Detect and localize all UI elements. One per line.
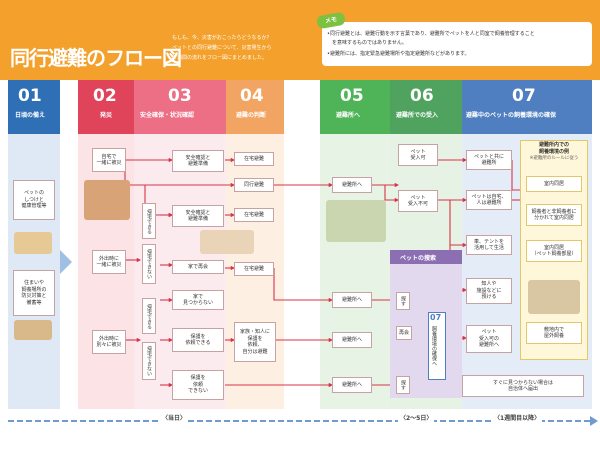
shelter-acceptance: ペット 受入不可 bbox=[398, 190, 438, 212]
memo-line: を意味するものではありません。 bbox=[327, 40, 407, 46]
col04-number: 04 bbox=[240, 86, 264, 106]
col06-number: 06 bbox=[410, 86, 434, 106]
safety-check: 家で再会 bbox=[172, 260, 224, 274]
intro-line: １週間の流れをフロー図にまとめました。 bbox=[172, 55, 268, 61]
evacuation-decision: 同行避難 bbox=[234, 178, 274, 192]
col02-header bbox=[78, 80, 134, 134]
disaster-case: 外出時に 別々に被災 bbox=[92, 330, 126, 354]
page-title: 同行避難のフロー図 bbox=[10, 46, 182, 70]
col06-header bbox=[390, 80, 462, 134]
col07-number: 07 bbox=[512, 86, 536, 106]
reunion-box: 再会 bbox=[396, 326, 412, 340]
supplies-illustration bbox=[14, 320, 52, 340]
col07-title: 避難中のペットの飼養環境の確保 bbox=[466, 112, 557, 119]
pet-search-title: ペットの捜索 bbox=[400, 255, 437, 262]
col03-number: 03 bbox=[168, 86, 192, 106]
memo-line: •避難所には、指定緊急避難場所や指定避難所などがあります。 bbox=[327, 51, 470, 57]
to-shelter: 避難所へ bbox=[332, 177, 372, 193]
evacuation-decision: 家族・知人に 保護を 依頼、 自分は避難 bbox=[234, 322, 276, 362]
pet-training-illustration bbox=[14, 232, 52, 254]
rule-example: 室内同居 （ペット飼養部屋） bbox=[526, 240, 582, 262]
pet-search-panel bbox=[390, 250, 462, 398]
disaster-case: 外出時に 一緒に被災 bbox=[92, 250, 126, 274]
rule-example: 飼養者と非飼養者に 分かれて室内同居 bbox=[526, 204, 582, 226]
col02-number: 02 bbox=[93, 86, 117, 106]
safety-check: 安全確認と 避難準備 bbox=[172, 205, 224, 227]
col05-number: 05 bbox=[340, 86, 364, 106]
evacuation-decision: 在宅避難 bbox=[234, 262, 274, 276]
col07-header bbox=[462, 80, 592, 134]
memo-box bbox=[322, 22, 592, 66]
rule-example: 敷地内で 屋外飼養 bbox=[526, 322, 582, 344]
living-option: 車、テントを 活用して生活 bbox=[466, 235, 512, 255]
timeline-week: 〈1週間目以降〉 bbox=[492, 413, 543, 422]
safety-check: 保護を 依頼 できない bbox=[172, 370, 224, 400]
intro-line: ペットとの同行避難について、災害発生から bbox=[172, 45, 272, 51]
col04-title: 避難の判断 bbox=[236, 112, 267, 119]
timeline-day0: 〈当日〉 bbox=[160, 413, 189, 422]
step07-number: 07 bbox=[430, 313, 442, 322]
timeline-bar bbox=[0, 413, 600, 427]
evacuation-decision: 在宅避難 bbox=[234, 152, 274, 166]
col05-title: 避難所へ bbox=[336, 112, 361, 119]
to-shelter: 避難所へ bbox=[332, 292, 372, 308]
evacuees-illustration bbox=[326, 200, 386, 242]
intro-line: もしも、今、災害がおこったらどうなるか？ bbox=[172, 35, 272, 41]
notice-box: すぐに見つからない場合は 自治体へ届出 bbox=[462, 375, 584, 397]
living-option: 知人や 施設などに 預ける bbox=[466, 278, 512, 304]
col01-number: 01 bbox=[18, 86, 42, 106]
col06-title: 避難所での受入 bbox=[396, 112, 439, 119]
living-option: ペットは自宅、 人は避難所 bbox=[466, 190, 512, 210]
return-option: 帰宅できない bbox=[142, 342, 156, 380]
safety-check: 保護を 依頼できる bbox=[172, 328, 224, 352]
pet-search-header bbox=[390, 250, 462, 264]
col02-title: 発災 bbox=[100, 112, 113, 119]
col05-header bbox=[320, 80, 390, 134]
rules-subtitle: ※避難所のルールに従う bbox=[529, 156, 579, 161]
dog-reunion-illustration bbox=[200, 230, 254, 254]
safety-check: 家で 見つからない bbox=[172, 290, 224, 310]
disaster-case: 自宅で 一緒に被災 bbox=[92, 148, 126, 172]
search-box: 探す bbox=[396, 292, 410, 310]
rule-example: 室内同居 bbox=[526, 176, 582, 192]
evacuation-decision: 在宅避難 bbox=[234, 208, 274, 222]
return-option: 帰宅できる bbox=[142, 203, 156, 239]
living-option: ペット 受入可の 避難所へ bbox=[466, 325, 512, 353]
col01-header bbox=[8, 80, 60, 134]
col03-header bbox=[134, 80, 226, 134]
col01-item: ペットの しつけと 健康管理等 bbox=[13, 180, 55, 220]
col02-bg bbox=[78, 80, 134, 409]
to-shelter: 避難所へ bbox=[332, 332, 372, 348]
search-box: 探す bbox=[396, 376, 410, 394]
col01-arrow bbox=[60, 250, 72, 274]
to-shelter: 避難所へ bbox=[332, 377, 372, 393]
cage-illustration bbox=[528, 280, 580, 314]
return-option: 帰宅できない bbox=[142, 244, 156, 284]
return-option: 帰宅できる bbox=[142, 298, 156, 334]
col04-header bbox=[226, 80, 284, 134]
rules-title: 避難所内での 飼養環境の例 bbox=[538, 142, 569, 155]
shelter-acceptance: ペット 受入可 bbox=[398, 144, 438, 166]
timeline-days: 〈2〜5日〉 bbox=[398, 413, 435, 422]
col01-title: 日頃の備え bbox=[15, 112, 46, 119]
safety-check: 安全確認と 避難準備 bbox=[172, 150, 224, 172]
col05-bg bbox=[320, 80, 390, 409]
col03-title: 安全確保・状況確認 bbox=[140, 112, 195, 119]
memo-line: •同行避難とは、避難行動を示す言葉であり、避難所でペットを人と同室で飼養管理する… bbox=[327, 31, 535, 37]
living-option: ペットと共に 避難所 bbox=[466, 150, 512, 170]
collapsed-house-illustration bbox=[84, 180, 130, 220]
step07-strip bbox=[428, 312, 446, 380]
step07-text: 飼養環境の確保へ bbox=[431, 326, 437, 366]
col01-item: 住まいや 飼養場所の 防災対策と 備蓄等 bbox=[13, 270, 55, 316]
